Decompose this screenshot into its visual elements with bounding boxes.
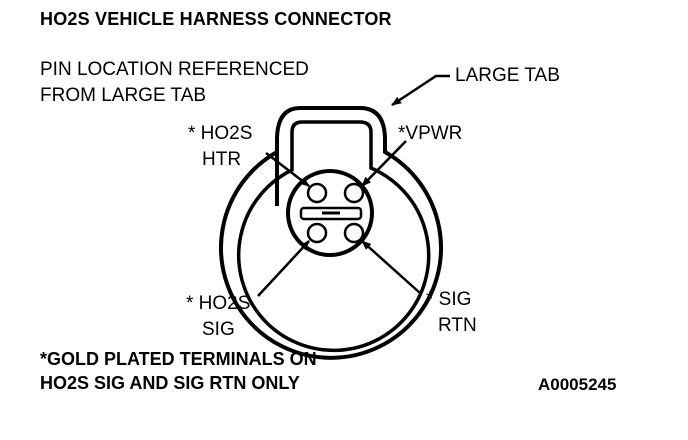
pin-label-ho2s-htr-line-1: * HO2S	[188, 123, 253, 144]
footnote-line-2: HO2S SIG AND SIG RTN ONLY	[40, 373, 300, 393]
large-tab-arrow	[391, 74, 450, 107]
vpwr-leader-arrow	[361, 140, 407, 187]
reference-note-line-1: PIN LOCATION REFERENCED	[40, 59, 309, 80]
pin-label-ho2s-htr-line-2: HTR	[202, 149, 242, 170]
diagram-title: HO2S VEHICLE HARNESS CONNECTOR	[40, 9, 392, 29]
pin-label-sig-rtn-line-1: * SIG	[426, 289, 472, 310]
sig-rtn-leader-arrow	[361, 240, 421, 294]
pin-label-vpwr: *VPWR	[398, 123, 463, 144]
connector-housing-outline	[219, 106, 443, 360]
figure-id: A0005245	[538, 375, 617, 394]
pin-ho2s-sig	[306, 222, 328, 244]
ho2s-sig-leader-arrow	[257, 240, 310, 297]
pin-sig-rtn	[343, 222, 365, 244]
pin-label-ho2s-sig-line-2: SIG	[202, 319, 235, 340]
large-tab-label: LARGE TAB	[455, 65, 560, 86]
terminal-cavity-ring	[286, 169, 374, 257]
pin-ho2s-htr	[306, 182, 328, 204]
reference-note-line-2: FROM LARGE TAB	[40, 85, 207, 106]
pin-vpwr	[343, 182, 365, 204]
ho2s-htr-leader-arrow	[265, 152, 310, 187]
pin-label-sig-rtn-line-2: RTN	[438, 315, 477, 336]
connector-inner-outline	[236, 120, 431, 353]
footnote-line-1: *GOLD PLATED TERMINALS ON	[40, 349, 317, 369]
